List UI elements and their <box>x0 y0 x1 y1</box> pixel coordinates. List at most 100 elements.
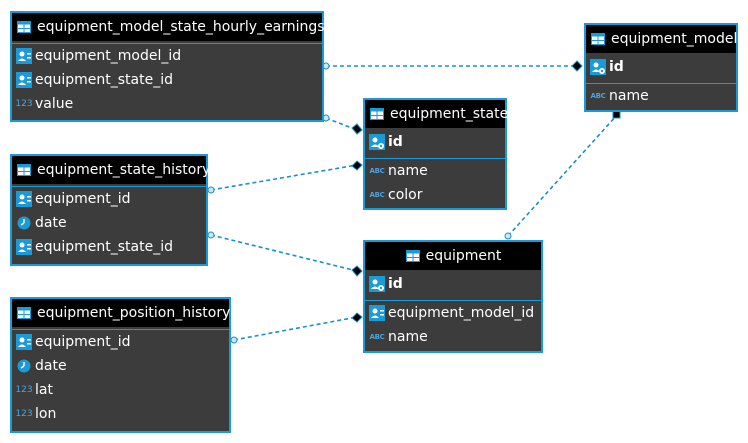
connector-target-diamond <box>351 160 363 171</box>
connector-target-diamond <box>571 60 583 72</box>
entity-header[interactable]: equipment_state_history <box>12 156 210 184</box>
key-column-icon <box>16 72 32 88</box>
column-name: equipment_id <box>35 191 131 207</box>
table-icon <box>16 162 32 178</box>
text-type-icon: ABC <box>369 191 385 199</box>
table-icon <box>16 19 32 35</box>
table-icon <box>405 248 421 264</box>
key-column-icon <box>16 239 32 255</box>
text-type-icon: ABC <box>369 333 385 341</box>
numeric-type-icon: 123 <box>15 385 33 395</box>
entity-equipment-state-history[interactable]: equipment_state_history equipment_id dat… <box>10 154 210 266</box>
column-name: color <box>388 187 423 203</box>
text-type-icon: ABC <box>590 92 606 100</box>
column-name: name <box>388 329 428 345</box>
column-name: value <box>35 96 74 112</box>
connector-hourly-earnings-to-equipment-state <box>325 117 358 131</box>
column-name: equipment_model_id <box>35 48 182 64</box>
primary-key-icon <box>590 59 606 75</box>
column-name: name <box>388 163 428 179</box>
column-row[interactable]: ABC name <box>365 159 505 183</box>
connector-state-history-to-equipment <box>210 234 358 272</box>
connector-source-dot <box>230 336 238 344</box>
column-row[interactable]: 123 lat <box>12 378 229 402</box>
numeric-type-icon: 123 <box>15 99 33 109</box>
numeric-type-icon: 123 <box>15 409 33 419</box>
primary-key-icon <box>369 134 385 150</box>
key-column-icon <box>369 305 385 321</box>
column-row[interactable]: equipment_state_id <box>12 68 322 92</box>
column-row[interactable]: equipment_model_id <box>12 44 322 68</box>
entity-equipment-position-history[interactable]: equipment_position_history equipment_id … <box>10 297 231 433</box>
key-column-icon <box>16 334 32 350</box>
key-column-icon <box>16 191 32 207</box>
connector-equipment-to-equipment-model <box>507 114 618 237</box>
column-row[interactable]: date <box>12 211 206 235</box>
entity-equipment-model[interactable]: equipment_model id ABC name <box>584 23 738 112</box>
entity-header[interactable]: equipment <box>365 242 541 270</box>
connector-target-diamond <box>351 265 363 277</box>
table-icon <box>16 305 32 321</box>
clock-icon <box>16 215 32 231</box>
entity-equipment-model-state-hourly-earnings[interactable]: equipment_model_state_hourly_earnings eq… <box>10 11 325 122</box>
column-row[interactable]: ABC name <box>365 325 541 349</box>
entity-title: equipment_state_history <box>37 162 211 178</box>
entity-header[interactable]: equipment_model <box>586 25 738 53</box>
table-icon <box>590 31 606 47</box>
table-icon <box>369 106 385 122</box>
entity-title: equipment_model_state_hourly_earnings <box>37 19 325 35</box>
column-name: name <box>609 88 649 104</box>
header-divider <box>12 43 322 44</box>
column-row[interactable]: 123 value <box>12 92 322 116</box>
entity-equipment[interactable]: equipment id equipment_model_id ABC name <box>363 240 543 353</box>
entity-header[interactable]: equipment_model_state_hourly_earnings <box>12 13 325 41</box>
connector-source-dot <box>504 232 512 240</box>
connector-source-dot <box>207 231 215 239</box>
entity-title: equipment_position_history <box>37 305 231 321</box>
column-name: date <box>35 358 67 374</box>
column-name: id <box>388 134 403 150</box>
primary-key-row[interactable]: id <box>586 53 736 81</box>
primary-key-icon <box>369 276 385 292</box>
column-name: equipment_model_id <box>388 305 535 321</box>
header-divider <box>12 329 229 330</box>
connector-source-dot <box>207 186 215 194</box>
column-name: lat <box>35 382 53 398</box>
column-name: equipment_id <box>35 334 131 350</box>
primary-key-row[interactable]: id <box>365 270 541 298</box>
connector-position-history-to-equipment <box>233 316 358 341</box>
pk-divider <box>365 300 541 301</box>
primary-key-row[interactable]: id <box>365 128 505 156</box>
key-column-icon <box>16 48 32 64</box>
entity-title: equipment <box>425 248 502 264</box>
column-row[interactable]: 123 lon <box>12 402 229 426</box>
column-name: id <box>609 59 624 75</box>
column-row[interactable]: equipment_id <box>12 330 229 354</box>
text-type-icon: ABC <box>369 167 385 175</box>
column-name: equipment_state_id <box>35 72 174 88</box>
column-row[interactable]: equipment_state_id <box>12 235 206 259</box>
column-row[interactable]: ABC color <box>365 183 505 207</box>
entity-header[interactable]: equipment_state <box>365 100 509 128</box>
column-name: id <box>388 276 403 292</box>
connector-target-diamond <box>351 312 363 323</box>
column-row[interactable]: ABC name <box>586 84 736 108</box>
entity-title: equipment_state <box>390 106 509 122</box>
pk-divider <box>586 83 736 84</box>
pk-divider <box>365 158 505 159</box>
column-row[interactable]: equipment_id <box>12 187 206 211</box>
column-row[interactable]: equipment_model_id <box>365 301 541 325</box>
clock-icon <box>16 358 32 374</box>
column-name: lon <box>35 406 57 422</box>
entity-equipment-state[interactable]: equipment_state id ABC name ABC color <box>363 98 509 210</box>
connector-state-history-to-equipment-state <box>210 164 358 191</box>
column-row[interactable]: date <box>12 354 229 378</box>
column-name: date <box>35 215 67 231</box>
connector-target-square <box>612 110 621 119</box>
connector-target-diamond <box>351 123 363 135</box>
column-name: equipment_state_id <box>35 239 174 255</box>
entity-header[interactable]: equipment_position_history <box>12 299 231 327</box>
header-divider <box>12 186 206 187</box>
entity-title: equipment_model <box>611 31 738 47</box>
